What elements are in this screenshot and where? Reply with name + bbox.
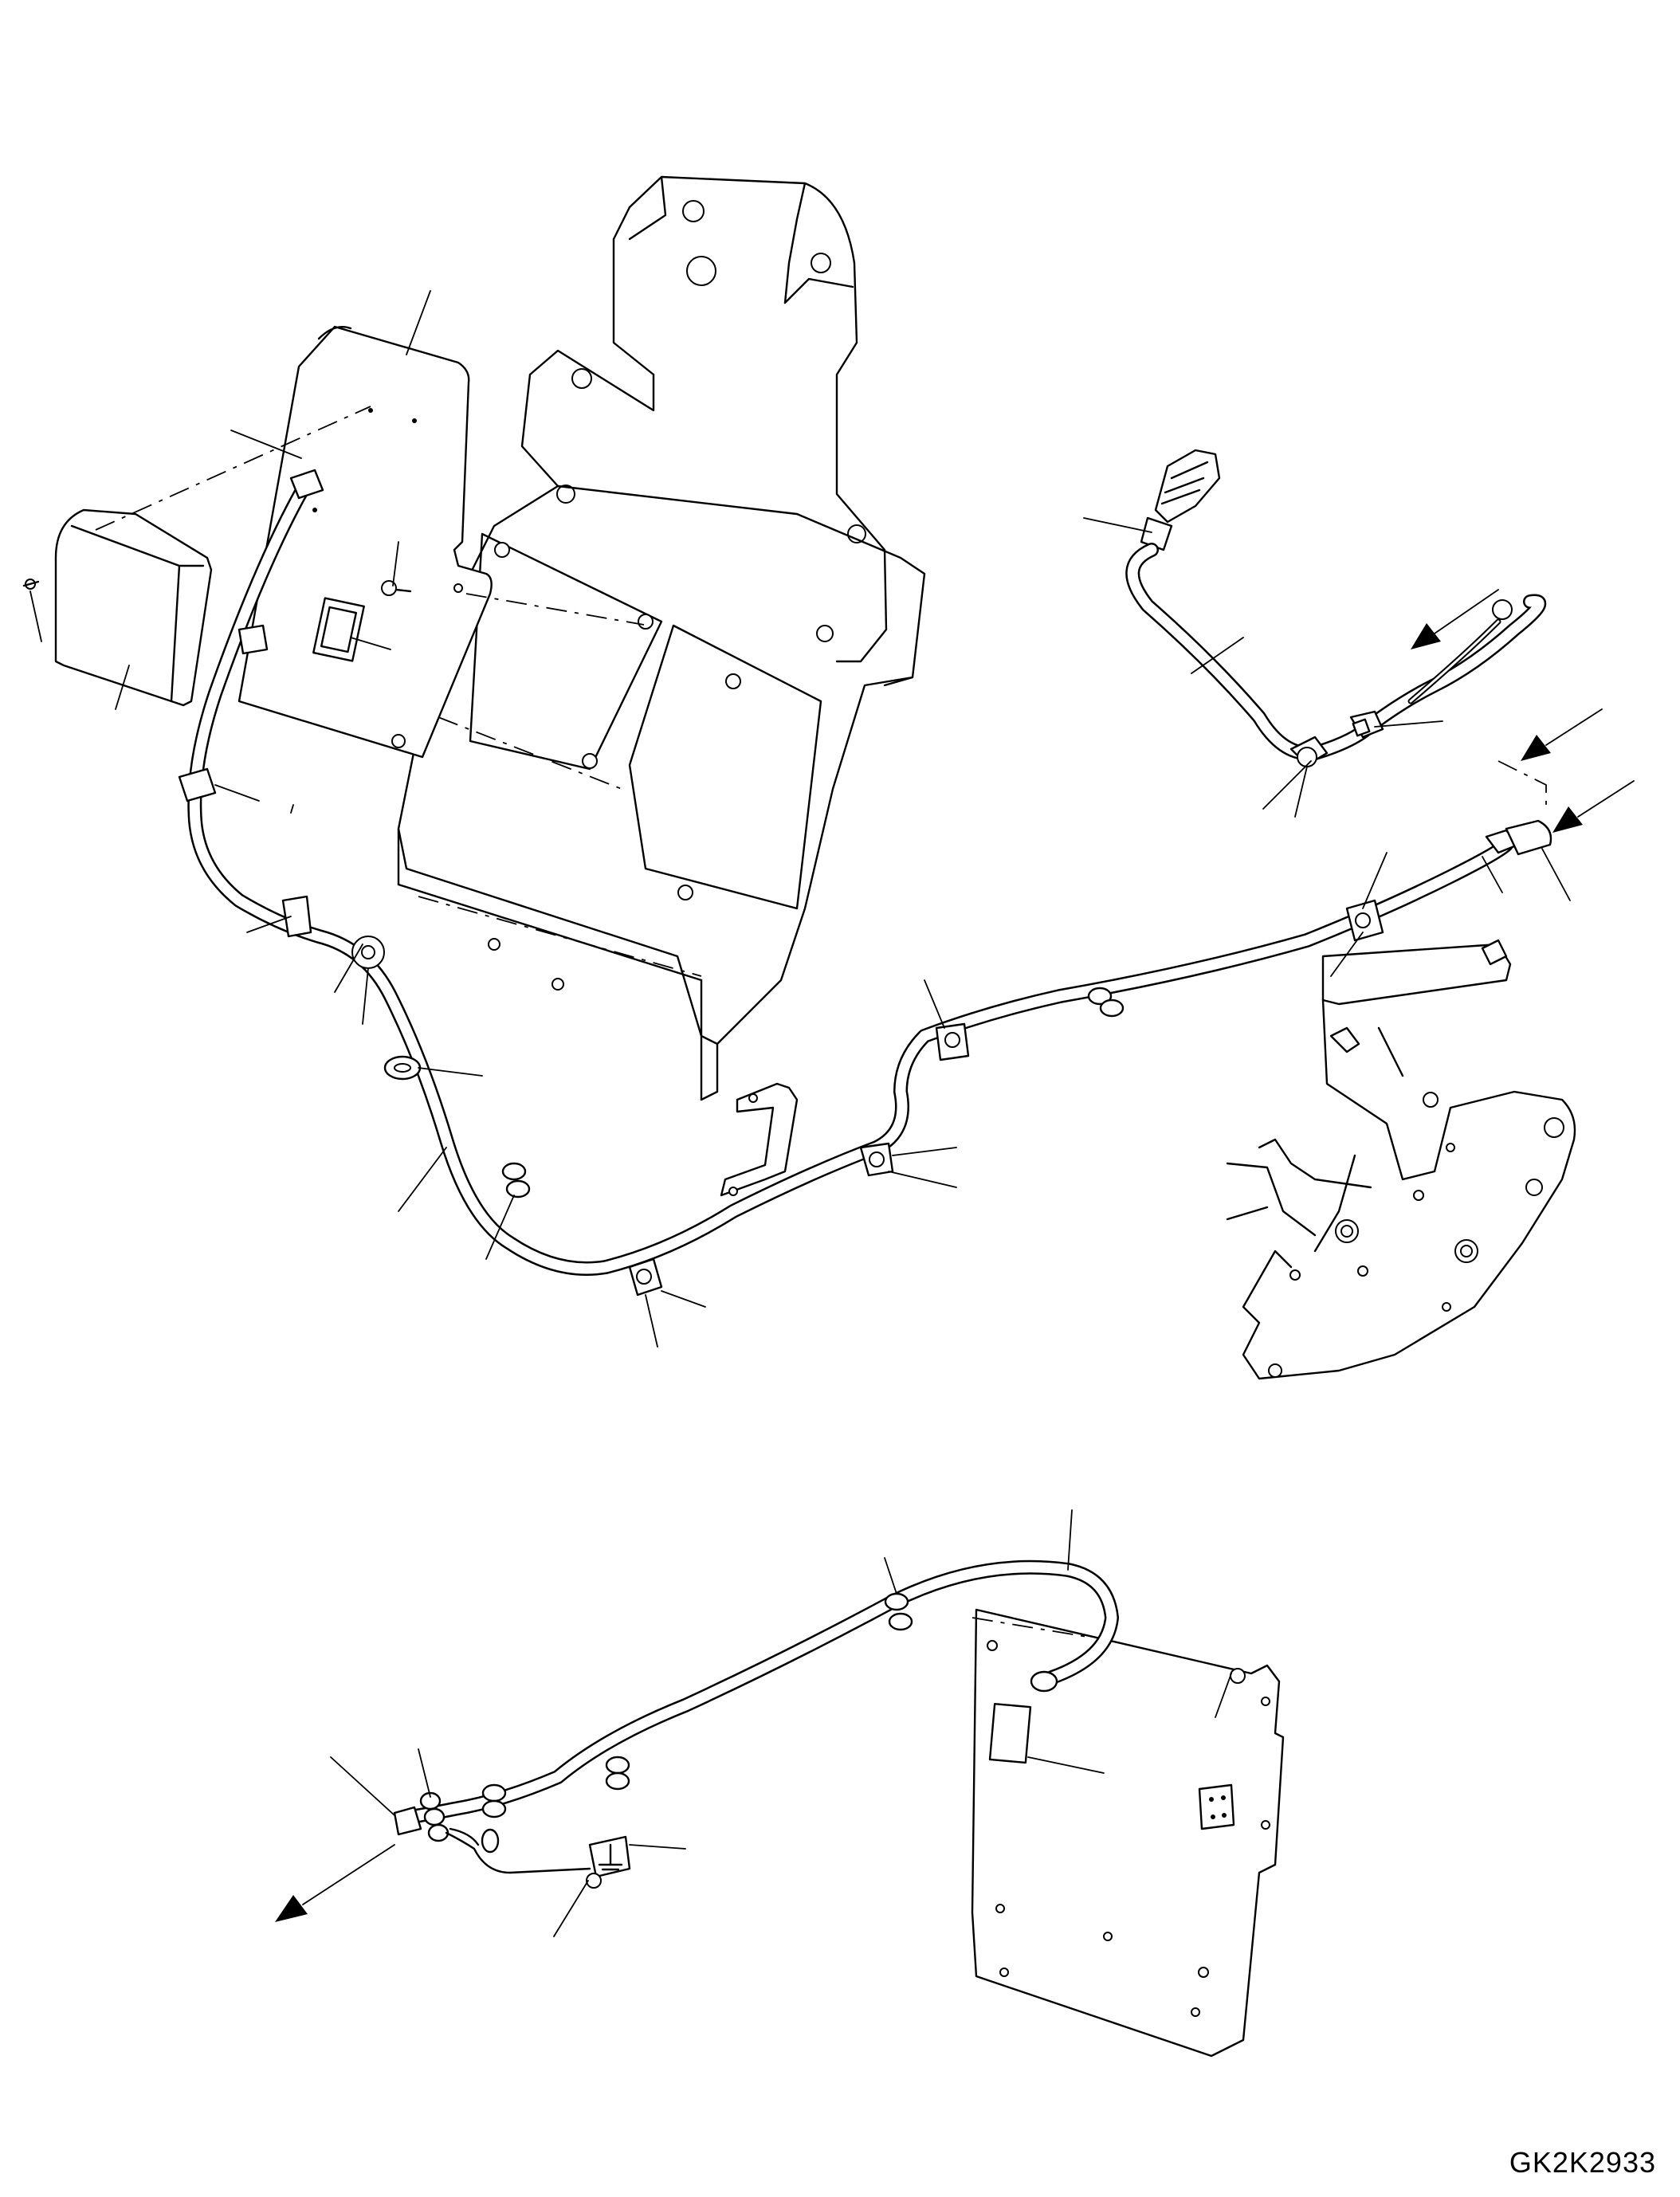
center-lines bbox=[95, 406, 1547, 1638]
arrow-icon bbox=[1552, 806, 1583, 833]
control-unit-box bbox=[22, 508, 213, 707]
leader-lines bbox=[29, 290, 1571, 1937]
arrow-icon bbox=[275, 1895, 308, 1922]
small-bracket bbox=[720, 1082, 799, 1197]
upper-right-harness bbox=[1125, 449, 1547, 767]
direction-arrows bbox=[275, 589, 1635, 1922]
lower-plate bbox=[971, 1608, 1285, 2058]
arrow-icon bbox=[1521, 735, 1551, 761]
seat-frame bbox=[397, 175, 926, 1101]
tick-mark bbox=[290, 804, 294, 814]
left-mounting-plate bbox=[237, 325, 493, 759]
lower-harness bbox=[393, 1559, 1119, 1889]
arrow-icon bbox=[1411, 623, 1441, 649]
figure-code: GK2K2933 bbox=[1509, 2146, 1656, 2179]
main-harness bbox=[178, 469, 1552, 1297]
right-bracket-assembly bbox=[1226, 939, 1576, 1380]
